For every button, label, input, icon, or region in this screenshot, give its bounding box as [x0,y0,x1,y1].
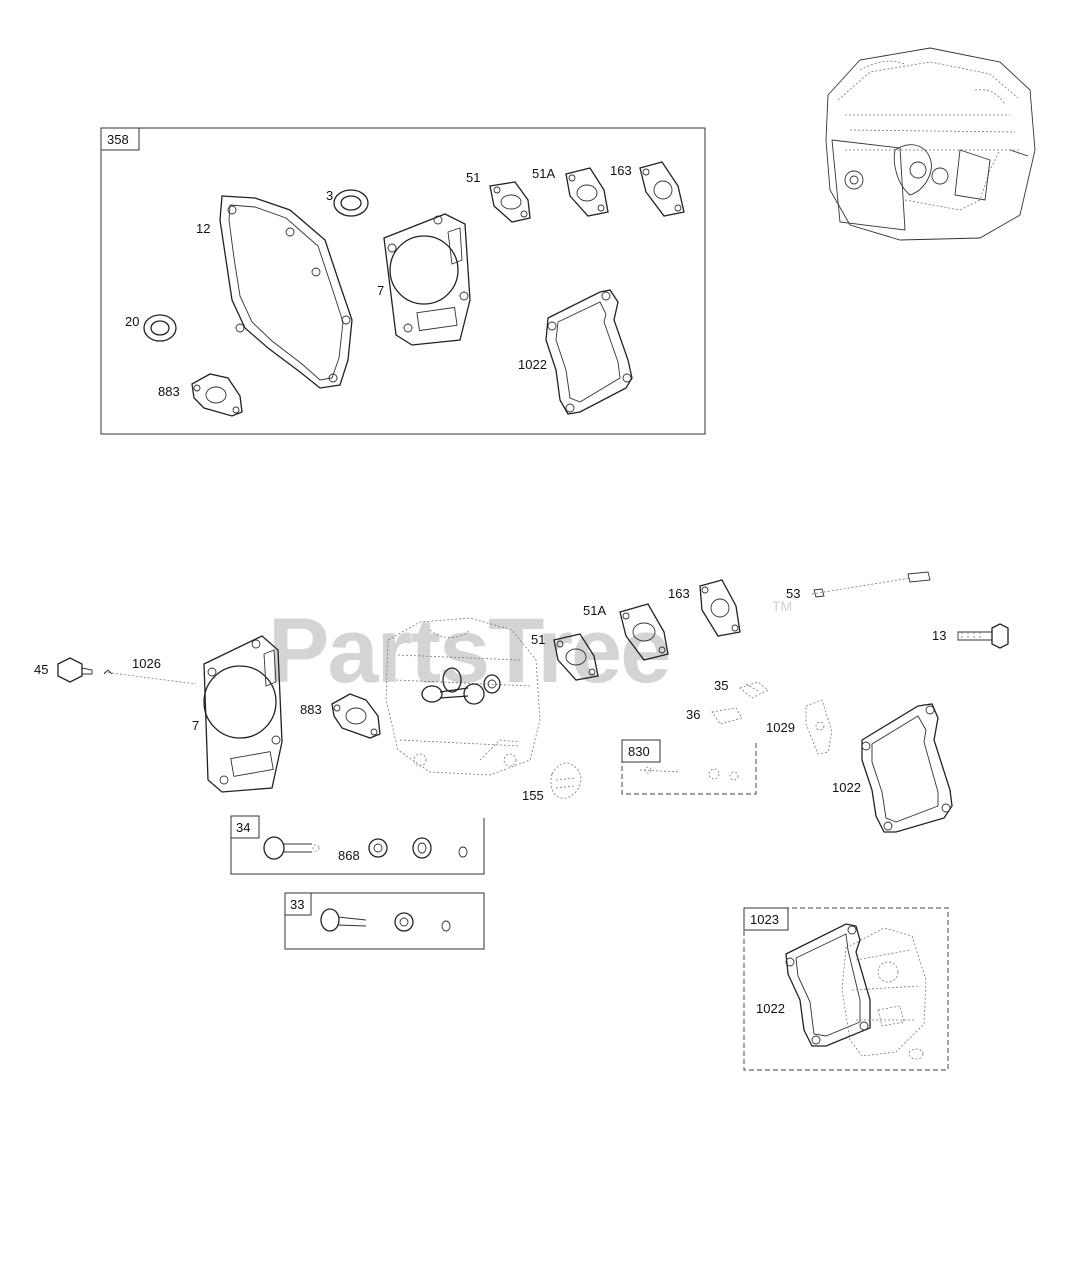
label-m-36: 36 [686,707,700,722]
part-1022-rocker-cover-gasket-main[interactable] [861,703,953,833]
part-1029-rocker-arm[interactable] [805,699,833,755]
kit-34-parts-image [263,836,468,860]
kit-358-box [100,127,706,435]
part-13-bolt[interactable] [957,623,1009,649]
part-7-head-gasket-main[interactable] [203,635,283,793]
part-155-spring[interactable] [550,762,582,799]
part-883-gasket-main[interactable] [331,693,381,739]
kit-34-frame [230,818,485,875]
kit-830-tag: 830 [628,744,650,759]
part-163-gasket-top[interactable] [639,161,685,217]
label-m-51a: 51A [583,603,606,618]
kit-1023-tag-frame [743,907,789,931]
label-m-13: 13 [932,628,946,643]
label-top-3: 3 [326,188,333,203]
part-35-nut[interactable] [739,681,769,699]
label-top-7: 7 [377,283,384,298]
valve-seals-image [421,667,501,705]
part-45-fitting[interactable] [57,657,93,683]
cylinder-head-image [385,617,541,776]
kit-34-tag-frame [230,815,260,839]
part-883-gasket-top[interactable] [191,373,243,417]
label-m-1029: 1029 [766,720,795,735]
part-20-oil-seal[interactable] [143,314,177,342]
part-1026-stud[interactable] [103,669,197,685]
label-b-1022: 1022 [756,1001,785,1016]
label-top-51: 51 [466,170,480,185]
part-51-gasket-main[interactable] [553,633,599,681]
part-51a-gasket-main[interactable] [619,603,669,661]
part-53-tube[interactable] [811,571,931,598]
label-top-883: 883 [158,384,180,399]
part-36-pivot[interactable] [711,707,743,725]
kit-358-tag: 358 [107,132,129,147]
kit-830-parts-image [639,766,739,781]
part-1022-rocker-cover-gasket-kit[interactable] [785,923,871,1047]
label-m-883: 883 [300,702,322,717]
label-m-7: 7 [192,718,199,733]
kit-33-tag-frame [284,892,312,916]
label-top-12: 12 [196,221,210,236]
rocker-cover-image [841,927,927,1060]
label-m-45: 45 [34,662,48,677]
kit-34-tag: 34 [236,820,250,835]
engine-thumbnail-image [825,47,1036,241]
kit-830-tag-frame [621,739,661,763]
watermark-brand: PartsTree [268,600,669,702]
kit-1023-frame [743,907,949,1071]
label-top-163: 163 [610,163,632,178]
label-m-1026: 1026 [132,656,161,671]
label-top-1022: 1022 [518,357,547,372]
label-m-53: 53 [786,586,800,601]
part-51a-gasket-top[interactable] [565,167,609,217]
kit-830-frame [621,742,757,795]
label-m-155: 155 [522,788,544,803]
part-1022-rocker-cover-gasket-top[interactable] [545,289,633,415]
label-m-868: 868 [338,848,360,863]
label-m-35: 35 [714,678,728,693]
kit-1023-tag: 1023 [750,912,779,927]
kit-33-box [284,892,485,950]
kit-33-tag: 33 [290,897,304,912]
label-top-20: 20 [125,314,139,329]
label-m-163: 163 [668,586,690,601]
part-12-crankcase-gasket[interactable] [219,195,353,389]
part-163-gasket-main[interactable] [699,579,741,637]
label-m-1022: 1022 [832,780,861,795]
part-51-gasket-top[interactable] [489,181,531,223]
watermark-trademark: TM [772,598,792,614]
part-7-head-gasket-top[interactable] [383,213,471,346]
kit-358-tag-frame [100,127,140,151]
kit-33-parts-image [320,908,451,932]
label-m-51: 51 [531,632,545,647]
label-top-51a: 51A [532,166,555,181]
part-3-oil-seal[interactable] [333,189,369,217]
